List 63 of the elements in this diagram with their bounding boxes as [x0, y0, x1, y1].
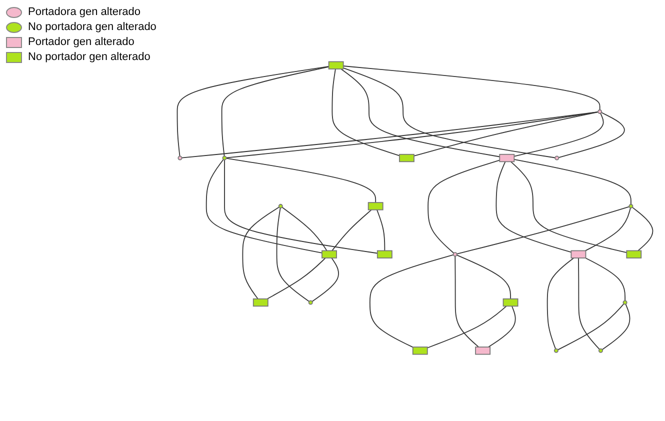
- connector: [242, 206, 280, 300]
- connector: [266, 258, 326, 300]
- node-circle: [628, 204, 634, 208]
- connector: [369, 254, 454, 348]
- legend-label: Portadora gen alterado: [28, 6, 141, 18]
- connector: [454, 256, 480, 348]
- connector: [602, 304, 630, 350]
- node-circle: [554, 156, 560, 160]
- connector: [376, 209, 386, 252]
- node-box: [475, 346, 491, 355]
- node-circle: [452, 252, 458, 257]
- connector: [488, 306, 516, 348]
- node-box: [376, 250, 392, 258]
- node-circle: [598, 109, 602, 114]
- connector: [514, 158, 632, 205]
- connector: [496, 161, 572, 253]
- legend-label: No portador gen alterado: [28, 51, 150, 63]
- node-box: [368, 202, 384, 210]
- connector: [414, 112, 598, 156]
- connector: [340, 68, 500, 158]
- legend-label: Portador gen alterado: [28, 36, 134, 48]
- connector: [276, 208, 310, 302]
- connector: [557, 303, 624, 350]
- connector: [176, 66, 330, 157]
- node-box: [399, 154, 414, 162]
- connector: [578, 258, 600, 350]
- node-box: [252, 298, 268, 307]
- connector: [456, 254, 511, 300]
- connector: [342, 68, 556, 158]
- connector: [546, 258, 574, 350]
- connector: [226, 158, 376, 203]
- connector: [585, 258, 626, 302]
- connector: [206, 159, 322, 254]
- connector: [584, 207, 631, 252]
- node-circle: [308, 300, 313, 305]
- connector: [332, 209, 372, 252]
- node-box: [499, 154, 515, 162]
- connector: [428, 160, 500, 254]
- connector: [332, 68, 400, 156]
- connector: [224, 159, 378, 254]
- connector: [221, 66, 330, 157]
- connector: [510, 161, 628, 254]
- legend-label: No portadora gen alterado: [28, 21, 156, 33]
- node-box: [322, 250, 337, 258]
- connector: [282, 206, 328, 252]
- connector: [312, 258, 339, 302]
- node-box: [626, 250, 642, 258]
- node-circle: [178, 156, 182, 160]
- connector: [632, 206, 654, 252]
- node-box: [570, 250, 586, 258]
- connector: [342, 66, 600, 110]
- node-circle: [622, 300, 628, 305]
- node-box: [412, 346, 428, 355]
- connector: [514, 112, 604, 157]
- node-circle: [598, 348, 603, 353]
- node-circle: [554, 348, 558, 353]
- node-box: [502, 298, 518, 307]
- connector: [426, 306, 507, 348]
- node-circle: [222, 156, 227, 160]
- connector: [558, 112, 625, 158]
- node-box: [328, 61, 344, 70]
- connector: [456, 206, 630, 254]
- node-circle: [278, 204, 283, 208]
